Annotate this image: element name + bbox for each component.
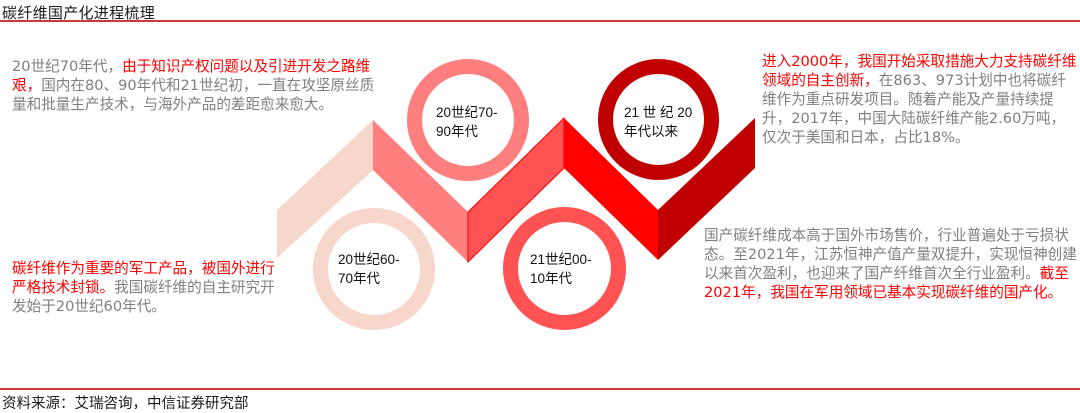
- description-2020s: 国产碳纤维成本高于国外市场售价，行业普遍处于亏损状态。至2021年，江苏恒神产值…: [704, 227, 1077, 301]
- description-1960s: 碳纤维作为重要的军工产品，被国外进行严格技术封锁。我国碳纤维的自主研究开发始于2…: [12, 260, 275, 315]
- zigzag-segment-2: [373, 120, 468, 262]
- source-note: 资料来源：艾瑞咨询，中信证券研究部: [2, 396, 249, 412]
- header-rule: [0, 20, 1080, 22]
- zigzag-segment-5: [658, 118, 755, 260]
- description-1970s: 20世纪70年代，由于知识产权问题以及引进开发之路维艰，国内在80、90年代和2…: [12, 58, 375, 113]
- stage-label-1970s: 20世纪70- 90年代: [436, 105, 498, 139]
- zigzag-segment-4: [564, 118, 658, 260]
- stage-label-1960s: 20世纪60- 70年代: [338, 252, 400, 286]
- stage-label-2000s: 21世纪00- 10年代: [530, 252, 592, 286]
- zigzag-segment-1: [277, 120, 373, 258]
- stage-label-2020s: 21 世 纪 20 年代以来: [624, 105, 693, 139]
- description-2000s: 进入2000年，我国开始采取措施大力支持碳纤维领域的自主创新，在863、973计…: [762, 53, 1077, 146]
- page-title: 碳纤维国产化进程梳理: [2, 4, 156, 22]
- footer-rule: [0, 388, 1080, 390]
